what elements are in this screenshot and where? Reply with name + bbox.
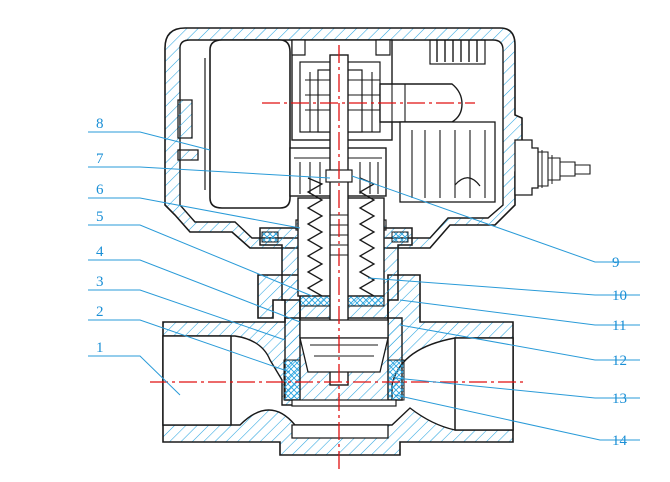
part-label-12: 12 <box>612 353 627 369</box>
part-label-5: 5 <box>96 209 104 225</box>
part-label-7: 7 <box>96 151 104 167</box>
motor <box>204 39 291 209</box>
leader-4 <box>88 259 301 323</box>
valve-plug-seat <box>283 317 405 407</box>
part-label-2: 2 <box>96 304 104 320</box>
part-label-10: 10 <box>612 288 627 304</box>
centerlines <box>150 45 525 470</box>
part-label-3: 3 <box>96 274 104 290</box>
leader-11 <box>399 299 640 326</box>
leader-7 <box>88 166 331 179</box>
leader-10 <box>367 277 640 296</box>
part-label-4: 4 <box>96 244 104 260</box>
leader-14 <box>394 394 640 441</box>
part-label-11: 11 <box>612 318 627 334</box>
part-label-14: 14 <box>612 433 627 449</box>
part-label-9: 9 <box>612 255 620 271</box>
leader-5 <box>88 224 313 297</box>
part-label-8: 8 <box>96 116 104 132</box>
leader-6 <box>88 197 301 229</box>
part-label-6: 6 <box>96 182 104 198</box>
leader-9 <box>351 175 640 263</box>
leader-lines <box>88 131 640 441</box>
part-label-13: 13 <box>612 391 627 407</box>
leader-1 <box>88 355 181 396</box>
leader-8 <box>88 131 211 151</box>
leader-2 <box>88 319 291 373</box>
part-label-1: 1 <box>96 340 104 356</box>
leader-12 <box>399 324 640 361</box>
leader-13 <box>394 377 640 399</box>
leader-3 <box>88 289 286 341</box>
